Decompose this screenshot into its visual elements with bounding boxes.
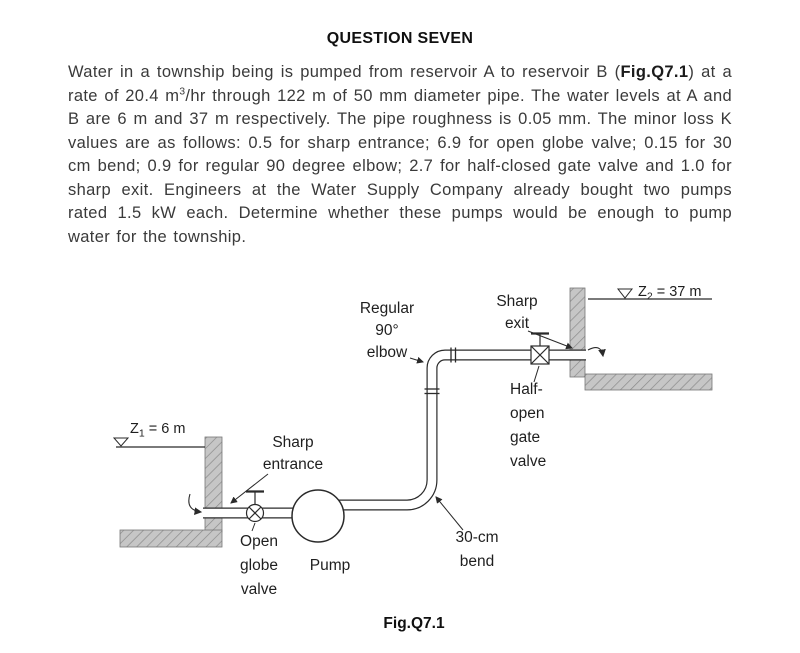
label-sharp-exit-line2: exit: [505, 315, 530, 332]
label-gate-valve-line2: open: [510, 405, 544, 422]
pump-symbol: [291, 489, 345, 543]
figure-caption: Fig.Q7.1: [383, 615, 445, 632]
question-title: QUESTION SEVEN: [326, 30, 474, 47]
flow-arrows: [188, 347, 606, 516]
inlet-flow-arrow: [188, 493, 203, 516]
label-globe-valve-line3: valve: [241, 581, 277, 598]
outlet-flow-arrow: [587, 347, 606, 358]
label-regular-elbow-line2: 90°: [375, 322, 398, 339]
globe-valve-pointer: [251, 522, 256, 532]
elbow-pointer: [409, 356, 425, 364]
pointer-lines: [230, 330, 573, 532]
reservoir-b-wall: [569, 287, 586, 378]
figure-q71-diagram: Z2 = 37 m Z1 = 6 m Sharp exit Regular 90…: [112, 284, 713, 632]
label-z1: Z1 = 6 m: [130, 421, 185, 440]
label-globe-valve-line1: Open: [240, 533, 278, 550]
sharp-exit-pointer: [527, 330, 573, 350]
cubic-superscript: 3: [179, 86, 186, 97]
label-gate-valve-line4: valve: [510, 453, 546, 470]
paragraph-text: /hr through 122 m of 50 mm diameter pipe…: [68, 86, 732, 246]
reservoir-b: [569, 287, 713, 391]
label-z2: Z2 = 37 m: [638, 284, 701, 303]
water-level-b-icon: [616, 288, 634, 299]
label-sharp-entrance-line2: entrance: [263, 456, 323, 473]
gate-valve-pointer: [533, 365, 540, 383]
label-sharp-entrance-line1: Sharp: [272, 434, 313, 451]
question-paragraph: Water in a township being is pumped from…: [68, 61, 732, 249]
label-pump: Pump: [310, 557, 351, 574]
label-regular-elbow-line1: Regular: [360, 300, 414, 317]
discharge-pipe: [320, 349, 586, 511]
label-gate-valve-line3: gate: [510, 429, 540, 446]
label-globe-valve-line2: globe: [240, 557, 278, 574]
water-level-a-icon: [112, 437, 130, 447]
label-bend-line1: 30-cm: [455, 529, 498, 546]
label-gate-valve-line1: Half-: [510, 381, 543, 398]
sharp-entrance-pointer: [230, 473, 269, 504]
paragraph-text: Water in a township being is pumped from…: [68, 63, 621, 81]
gate-valve-icon: [530, 332, 550, 365]
bend-pointer: [435, 496, 464, 531]
label-regular-elbow-line3: elbow: [367, 344, 408, 361]
reservoir-b-floor: [584, 373, 713, 391]
figure-reference: Fig.Q7.1: [620, 63, 689, 81]
paragraph-text: ) at a rate of 20.4 m: [68, 63, 732, 105]
label-sharp-exit-line1: Sharp: [496, 293, 537, 310]
reservoir-a-floor: [119, 529, 223, 548]
globe-valve-icon: [245, 490, 265, 523]
water-levels: [112, 288, 712, 448]
label-bend-line2: bend: [460, 553, 494, 570]
pipe-flanges: [424, 347, 457, 395]
reservoir-a: [119, 436, 223, 548]
